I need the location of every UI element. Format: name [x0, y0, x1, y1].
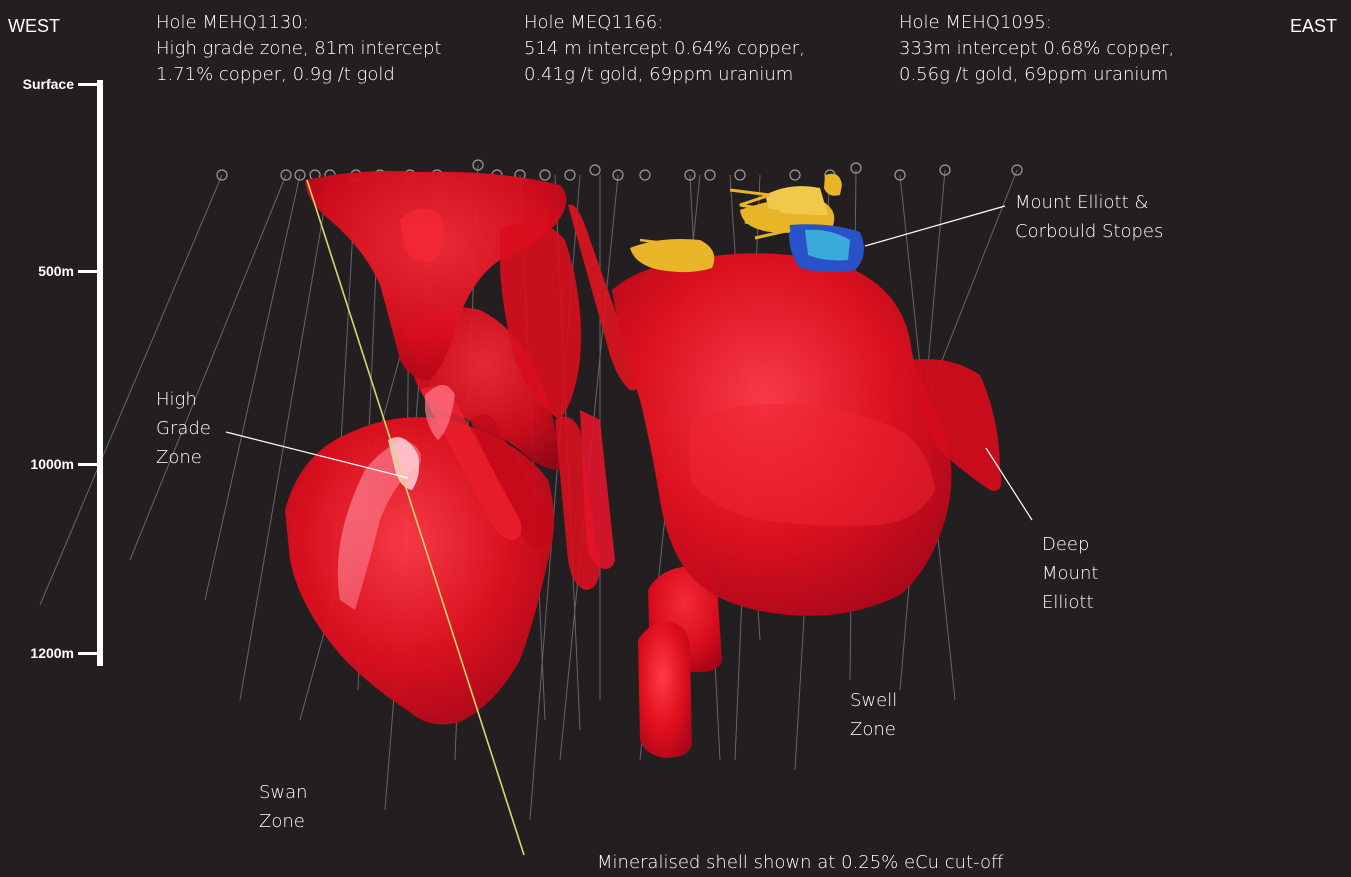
- label-line: Swan: [259, 778, 308, 807]
- label-line: Deep: [1042, 530, 1098, 559]
- hole-detail: 1.71% copper, 0.9g /t gold: [156, 62, 441, 88]
- hole-mehq1130-info: Hole MEHQ1130: High grade zone, 81m inte…: [156, 10, 441, 88]
- hole-title: Hole MEHQ1130:: [156, 10, 441, 36]
- swan-zone-label: Swan Zone: [259, 778, 308, 836]
- depth-label-500m: 500m: [0, 263, 74, 279]
- label-line: High: [156, 385, 211, 414]
- label-line: Corbould Stopes: [1015, 217, 1163, 246]
- hole-detail: 514 m intercept 0.64% copper,: [524, 36, 805, 62]
- deep-mount-elliott-label: Deep Mount Elliott: [1042, 530, 1098, 617]
- label-line: Zone: [259, 807, 308, 836]
- hole-meq1166-info: Hole MEQ1166: 514 m intercept 0.64% copp…: [524, 10, 805, 88]
- high-grade-zone-label: High Grade Zone: [156, 385, 211, 472]
- west-label: WEST: [8, 16, 60, 37]
- depth-scale: [78, 80, 103, 666]
- east-label: EAST: [1290, 16, 1337, 37]
- label-line: Zone: [156, 443, 211, 472]
- cutoff-caption: Mineralised shell shown at 0.25% eCu cut…: [597, 848, 1003, 877]
- swell-zone-label: Swell Zone: [850, 686, 897, 744]
- label-line: Mount Elliott &: [1015, 188, 1163, 217]
- label-line: Elliott: [1042, 588, 1098, 617]
- depth-label-1200m: 1200m: [0, 645, 74, 661]
- lower-ore-blocks: [638, 566, 722, 758]
- hole-detail: High grade zone, 81m intercept: [156, 36, 441, 62]
- label-line: Swell: [850, 686, 897, 715]
- mount-elliott-body: [612, 253, 1001, 616]
- label-line: Grade: [156, 414, 211, 443]
- hole-title: Hole MEHQ1095:: [899, 10, 1174, 36]
- label-line: Zone: [850, 715, 897, 744]
- hole-detail: 0.56g /t gold, 69ppm uranium: [899, 62, 1174, 88]
- label-line: Mount: [1042, 559, 1098, 588]
- depth-label-surface: Surface: [0, 76, 74, 92]
- hole-mehq1095-info: Hole MEHQ1095: 333m intercept 0.68% copp…: [899, 10, 1174, 88]
- hole-detail: 333m intercept 0.68% copper,: [899, 36, 1174, 62]
- mount-elliott-stopes-label: Mount Elliott & Corbould Stopes: [1015, 188, 1163, 246]
- hole-detail: 0.41g /t gold, 69ppm uranium: [524, 62, 805, 88]
- depth-label-1000m: 1000m: [0, 456, 74, 472]
- hole-title: Hole MEQ1166:: [524, 10, 805, 36]
